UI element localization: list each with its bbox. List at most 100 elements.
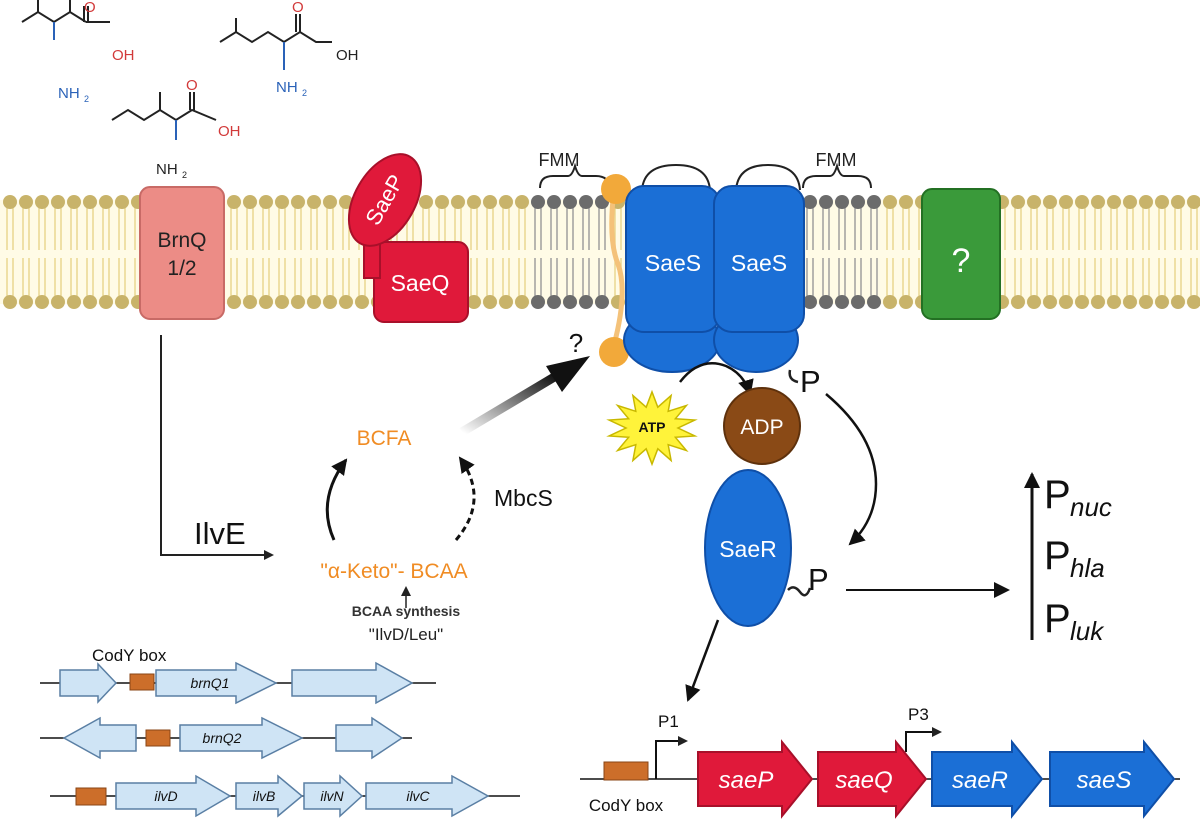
operon-ilvd-label: ilvD bbox=[154, 788, 177, 804]
saes-phospho-linker bbox=[788, 369, 799, 384]
saeq-gene bbox=[817, 739, 928, 819]
lipid-head bbox=[1075, 295, 1089, 309]
lipid-head bbox=[115, 295, 129, 309]
lipid-head bbox=[339, 295, 353, 309]
fmm-lipid-head bbox=[803, 295, 817, 309]
lipid-head bbox=[83, 295, 97, 309]
leucine-nh-label: NH bbox=[276, 79, 298, 96]
lipid-head bbox=[291, 195, 305, 209]
fmm-left-brace bbox=[539, 162, 610, 189]
operon-ilvn-label: ilvN bbox=[320, 788, 344, 804]
orange-lipid-tail bbox=[609, 189, 625, 346]
operon-ilvb-gene bbox=[235, 774, 304, 818]
unknown-transporter-label: ? bbox=[952, 242, 971, 280]
lipid-head bbox=[899, 295, 913, 309]
fmm-lipid-head bbox=[595, 295, 609, 309]
p1-label: P1 bbox=[658, 712, 679, 731]
lipid-head bbox=[1043, 295, 1057, 309]
lipid-head bbox=[1155, 295, 1169, 309]
lipid-head bbox=[323, 295, 337, 309]
saer-protein bbox=[704, 469, 792, 627]
valine-o-label: O bbox=[84, 0, 96, 16]
promoter-luk-p: P bbox=[1044, 597, 1071, 641]
saeq-gene-label: saeQ bbox=[835, 767, 892, 794]
lipid-head bbox=[1187, 295, 1200, 309]
lipid-head bbox=[1171, 295, 1185, 309]
operon-row3-cody-box bbox=[75, 787, 107, 806]
p1-promoter-arrow bbox=[655, 736, 688, 779]
saeq-label: SaeQ bbox=[391, 270, 450, 296]
promoter-hla-p: P bbox=[1044, 534, 1071, 578]
saer-to-p1-arrow bbox=[685, 619, 720, 702]
operon-ilvb-label: ilvB bbox=[253, 788, 276, 804]
atp-to-adp-arrow bbox=[679, 362, 754, 396]
isoleucine-oh-label: OH bbox=[218, 123, 241, 140]
valine-oh-label: OH bbox=[112, 47, 135, 64]
isoleucine-nh-sub: 2 bbox=[182, 170, 187, 180]
fmm-lipid-head bbox=[531, 195, 545, 209]
lipid-head bbox=[115, 195, 129, 209]
saer-label: SaeR bbox=[719, 536, 777, 562]
fmm-lipid-head bbox=[819, 195, 833, 209]
orange-lipid-head-top bbox=[601, 174, 631, 204]
isoleucine-structure bbox=[111, 92, 217, 140]
saep-protein bbox=[347, 153, 423, 247]
atp-label: ATP bbox=[639, 419, 666, 435]
promoter-nuc-sub: nuc bbox=[1070, 492, 1112, 522]
lipid-head bbox=[1059, 295, 1073, 309]
bcfa-label: BCFA bbox=[357, 427, 412, 450]
lipid-head bbox=[51, 295, 65, 309]
sae-operon-cody-box bbox=[603, 761, 649, 781]
lipid-head bbox=[19, 195, 33, 209]
operon-row2-brnq2-gene bbox=[179, 716, 304, 760]
operon-ilvc-label: ilvC bbox=[406, 788, 430, 804]
fmm-left-label: FMM bbox=[539, 150, 580, 170]
saes-phospho-label: P bbox=[800, 364, 821, 399]
lipid-head bbox=[243, 295, 257, 309]
lipid-head bbox=[467, 195, 481, 209]
lipid-head bbox=[99, 195, 113, 209]
lipid-head bbox=[1155, 195, 1169, 209]
lipid-head bbox=[1123, 195, 1137, 209]
operon-row2-gene1 bbox=[62, 716, 137, 760]
fmm-lipid-head bbox=[579, 295, 593, 309]
operon-brnq2-label: brnQ2 bbox=[203, 730, 242, 746]
lipid-head bbox=[499, 195, 513, 209]
fmm-lipid-head bbox=[851, 295, 865, 309]
lipid-head bbox=[1043, 195, 1057, 209]
lipid-head bbox=[1091, 195, 1105, 209]
lipid-head bbox=[275, 195, 289, 209]
leucine-o-label: O bbox=[292, 0, 304, 16]
sae-operon-cody-box-label: CodY box bbox=[589, 796, 664, 815]
leucine-oh-label: OH bbox=[336, 47, 359, 64]
lipid-head bbox=[275, 295, 289, 309]
valine-structure bbox=[21, 0, 110, 40]
lipid-head bbox=[291, 295, 305, 309]
fmm-lipid-head bbox=[867, 195, 881, 209]
lipid-head bbox=[259, 195, 273, 209]
saes-right-loop bbox=[735, 163, 801, 191]
lipid-head bbox=[227, 295, 241, 309]
lipid-head bbox=[243, 195, 257, 209]
keto-to-bcfa-arrow bbox=[325, 458, 348, 541]
lipid-head bbox=[1123, 295, 1137, 309]
lipid-head bbox=[323, 195, 337, 209]
saer-phospho-label: P bbox=[808, 562, 829, 597]
lipid-head bbox=[67, 295, 81, 309]
operon-brnq1-label: brnQ1 bbox=[191, 675, 230, 691]
isoleucine-o-label: O bbox=[186, 77, 198, 94]
fmm-lipid-head bbox=[867, 295, 881, 309]
lipid-head bbox=[307, 295, 321, 309]
saes-left-label: SaeS bbox=[645, 250, 701, 276]
operon-row1-gene3 bbox=[291, 661, 414, 705]
ilve-label: IlvE bbox=[194, 516, 246, 551]
adp-circle bbox=[723, 387, 801, 465]
lipid-head bbox=[1171, 195, 1185, 209]
fmm-lipid-head bbox=[851, 195, 865, 209]
valine-nh-sub: 2 bbox=[84, 94, 89, 104]
lipid-head bbox=[51, 195, 65, 209]
fmm-lipid-head bbox=[579, 195, 593, 209]
lipid-head bbox=[1107, 195, 1121, 209]
lipid-head bbox=[355, 295, 369, 309]
